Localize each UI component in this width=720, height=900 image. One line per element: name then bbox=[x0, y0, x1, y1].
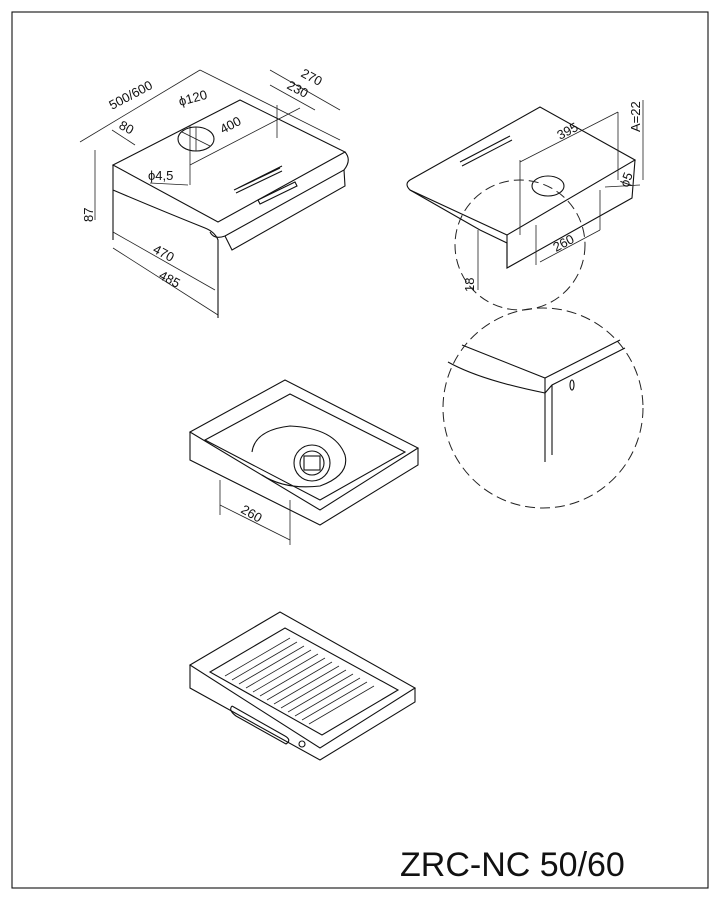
dim-offset: 80 bbox=[117, 117, 137, 137]
hood-underside-filter-view bbox=[188, 611, 417, 761]
drawing-frame bbox=[11, 11, 709, 889]
hood-underside-fan-view: 260 bbox=[188, 379, 420, 545]
dim-inner-length: 470 bbox=[151, 241, 177, 264]
vent-slots-icon bbox=[233, 165, 283, 194]
dim-height: 87 bbox=[81, 208, 96, 222]
hood-top-view: 500/600 270 ϕ120 230 80 400 ϕ4,5 87 470 … bbox=[79, 65, 349, 318]
dim-hole-diameter: ϕ4,5 bbox=[148, 168, 173, 183]
filter-grille-icon bbox=[224, 637, 375, 725]
model-title: ZRC-NC 50/60 bbox=[400, 846, 625, 884]
dim-length-underside: 260 bbox=[239, 502, 265, 526]
detail-marker-circle bbox=[454, 179, 586, 311]
dim-width: 500/600 bbox=[106, 77, 155, 112]
vent-slots-icon bbox=[459, 135, 513, 167]
dim-hole-diameter-rear: ϕ5 bbox=[617, 170, 636, 189]
hood-rear-view: 395 A=22 ϕ5 260 18 bbox=[406, 100, 644, 311]
dim-hole-spacing: 400 bbox=[217, 113, 243, 136]
detail-view bbox=[442, 307, 644, 509]
dim-spacing: 395 bbox=[554, 119, 580, 142]
dim-outer-length: 485 bbox=[157, 267, 183, 290]
dim-length-rear: 260 bbox=[550, 231, 576, 254]
dim-duct-diameter: ϕ120 bbox=[177, 87, 209, 109]
dim-a-value: A=22 bbox=[628, 101, 643, 132]
dim-height-rear: 18 bbox=[462, 278, 477, 292]
